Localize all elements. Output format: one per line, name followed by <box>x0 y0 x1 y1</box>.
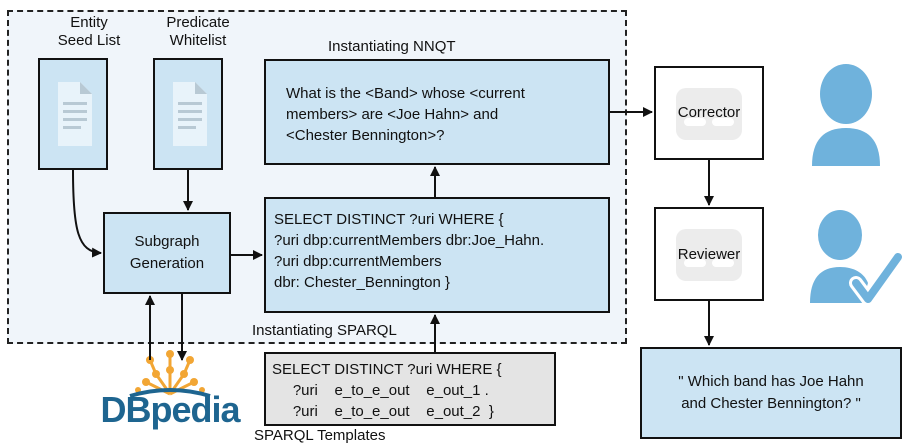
subgraph-generation-box: Subgraph Generation <box>103 212 231 294</box>
sparql-template-text: SELECT DISTINCT ?uri WHERE { ?uri e_to_e… <box>272 361 502 420</box>
instantiating-nnqt-label: Instantiating NNQT <box>328 38 456 55</box>
corrector-label: Corrector <box>677 104 741 121</box>
subgraph-generation-label: Subgraph Generation <box>129 233 205 272</box>
sparql-template-box: SELECT DISTINCT ?uri WHERE { ?uri e_to_e… <box>264 352 556 426</box>
sparql-templates-label: SPARQL Templates <box>254 427 386 444</box>
reviewer-widget-icon <box>676 229 742 281</box>
person-checkmark-icon <box>810 210 905 306</box>
final-question-text: " Which band has Joe Hahn and Chester Be… <box>678 373 864 412</box>
reviewer-box: Reviewer <box>654 207 764 301</box>
nnqt-question-box: What is the <Band> whose <current member… <box>264 59 610 165</box>
sparql-query-box: SELECT DISTINCT ?uri WHERE { ?uri dbp:cu… <box>264 197 610 313</box>
entity-seed-list-label: Entity Seed List <box>57 14 121 49</box>
dbpedia-logo-text: DBpedia <box>100 389 240 430</box>
dbpedia-logo: DBpedia <box>100 338 241 430</box>
nnqt-question-text: What is the <Band> whose <current member… <box>286 85 525 144</box>
document-icon <box>173 82 207 146</box>
final-question-box: " Which band has Joe Hahn and Chester Be… <box>640 347 902 439</box>
person-icon <box>812 64 880 166</box>
corrector-widget-icon <box>676 88 742 140</box>
reviewer-label: Reviewer <box>677 246 741 263</box>
sparql-query-text: SELECT DISTINCT ?uri WHERE { ?uri dbp:cu… <box>274 211 545 291</box>
instantiating-sparql-label: Instantiating SPARQL <box>252 322 397 339</box>
corrector-box: Corrector <box>654 66 764 160</box>
document-icon <box>58 82 92 146</box>
entity-seed-list-document <box>38 58 108 170</box>
dbpedia-graph-icon <box>129 350 211 398</box>
arrow-seed-to-subgraph <box>72 169 102 258</box>
predicate-whitelist-document <box>153 58 223 170</box>
predicate-whitelist-label: Predicate Whitelist <box>166 14 230 49</box>
